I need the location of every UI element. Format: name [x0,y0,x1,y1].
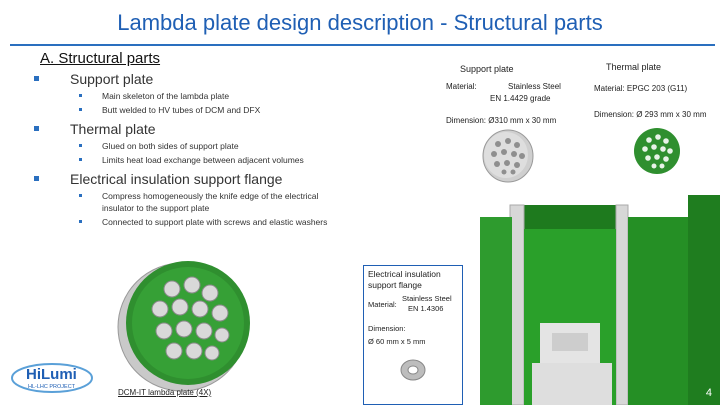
sub-bullet: Limits heat load exchange between adjace… [102,155,304,165]
support-plate-title: Support plate [460,64,514,74]
thermal-plate-panel: Thermal plate Material: EPGC 203 (G11) D… [592,56,720,126]
support-plate-material-label: Material: [446,82,477,91]
thermal-plate-image [634,128,680,174]
bullet-marker [34,76,39,81]
bullet-thermal-plate: Thermal plate [70,121,156,137]
assembly-cross-section [480,195,720,405]
title-divider [10,44,715,46]
thermal-plate-title: Thermal plate [606,62,662,72]
flange-washer-image [400,359,426,381]
sub-bullet-marker [79,194,82,197]
logo-text: HiLumi [26,366,77,383]
thermal-plate-material: Material: EPGC 203 (G11) [594,84,688,93]
lambda-plate-image [117,261,250,392]
insulation-grade: EN 1.4306 [408,304,444,313]
bullet-marker [34,126,39,131]
support-plate-panel: Support plate Material: Stainless Steel … [442,58,588,128]
sub-bullet-continuation: insulator to the support plate [102,203,210,213]
sub-bullet-marker [79,158,82,161]
bullet-insulation-flange: Electrical insulation support flange [70,171,283,187]
sub-bullet-marker [79,94,82,97]
sub-bullet: Glued on both sides of support plate [102,141,239,151]
thermal-plate-dimension: Dimension: Ø 293 mm x 30 mm [594,110,707,119]
hilumi-logo: HiLumi HL-LHC PROJECT [8,358,96,398]
insulation-material-label: Material: [368,300,397,309]
bullet-list: Support plate Main skeleton of the lambd… [34,70,414,230]
page-title: Lambda plate design description - Struct… [117,10,603,35]
section-heading: A. Structural parts [40,50,161,67]
support-plate-image [482,129,534,183]
logo-swoosh-icon [11,363,93,393]
sub-bullet: Main skeleton of the lambda plate [102,91,230,101]
insulation-title-line2: support flange [368,280,422,290]
sub-bullet: Butt welded to HV tubes of DCM and DFX [102,105,261,115]
sub-bullet-marker [79,220,82,223]
page-number: 4 [705,387,712,399]
support-plate-material: Stainless Steel [508,82,561,91]
support-plate-grade: EN 1.4429 grade [490,94,551,103]
sub-bullet-marker [79,144,82,147]
sub-bullet: Compress homogeneously the knife edge of… [102,191,319,201]
insulation-dimension-label: Dimension: [368,324,406,333]
sub-bullet-marker [79,108,82,111]
sub-bullet: Connected to support plate with screws a… [102,217,328,227]
insulation-flange-panel: Electrical insulation support flange Mat… [363,265,463,405]
insulation-dimension-value: Ø 60 mm x 5 mm [368,337,426,346]
bullet-support-plate: Support plate [70,71,154,87]
figure-caption: DCM-IT lambda plate (4X) [118,388,212,397]
bullet-marker [34,176,39,181]
insulation-title: Electrical insulation [368,269,441,279]
insulation-material: Stainless Steel [402,294,452,303]
support-plate-dimension: Dimension: Ø310 mm x 30 mm [446,116,557,125]
logo-subtext: HL-LHC PROJECT [28,384,76,390]
